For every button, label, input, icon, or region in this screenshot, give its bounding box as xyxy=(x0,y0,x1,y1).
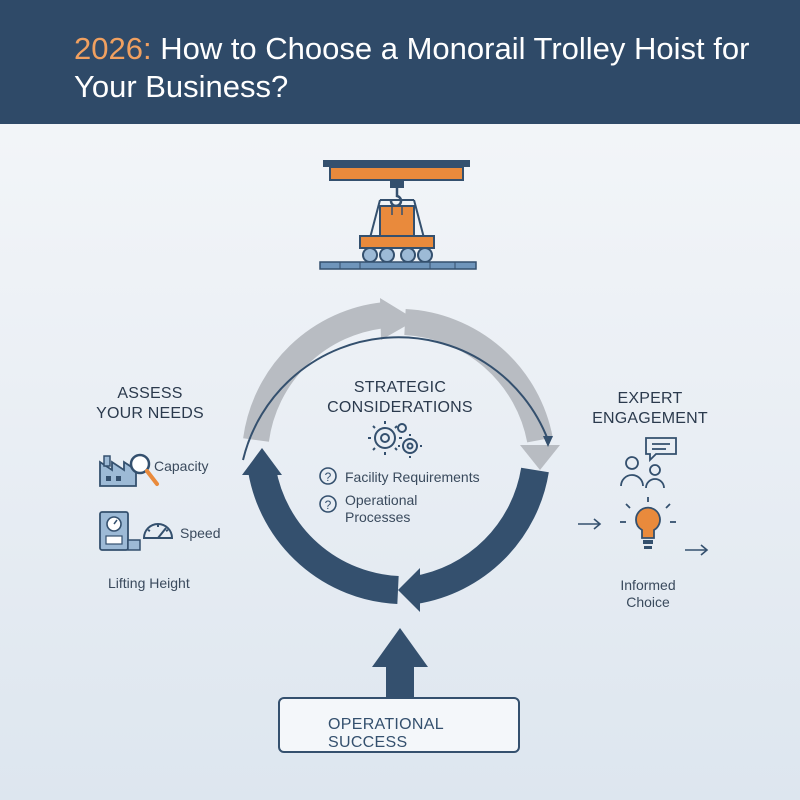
lifting-height-label: Lifting Height xyxy=(108,575,190,591)
strategic-heading-line1: STRATEGIC xyxy=(353,379,447,396)
question-icon: ? xyxy=(319,495,337,513)
expert-engagement-heading: EXPERT ENGAGEMENT xyxy=(590,389,710,429)
lightbulb-icon xyxy=(620,497,676,549)
operational-success-box: OPERATIONAL SUCCESS xyxy=(278,697,520,753)
cycle-arrow-top-right xyxy=(404,309,553,443)
speed-label: Speed xyxy=(180,525,221,541)
cycle-arrow-bottom-right xyxy=(412,467,549,604)
strategic-considerations-heading: STRATEGIC CONSIDERATIONS xyxy=(320,378,480,418)
operational-success-label: OPERATIONAL SUCCESS xyxy=(328,716,444,751)
cycle-arrowhead-bottom xyxy=(398,568,420,612)
cycle-arrowhead-top xyxy=(380,298,416,340)
cycle-arrowhead-right xyxy=(520,445,560,470)
assess-needs-heading: ASSESS YOUR NEEDS xyxy=(90,384,210,424)
header-banner: 2026: How to Choose a Monorail Trolley H… xyxy=(0,0,800,124)
arrow-right-icon xyxy=(685,544,709,556)
informed-choice-line2: Choice xyxy=(626,594,670,610)
processes-label: Processes xyxy=(345,509,411,525)
question-icon: ? xyxy=(319,467,337,485)
arrow-up-icon xyxy=(372,628,428,697)
facility-requirements-label: Facility Requirements xyxy=(345,469,480,485)
cycle-arrowhead-left xyxy=(242,448,282,475)
expert-heading-line2: ENGAGEMENT xyxy=(592,410,708,427)
operational-label: Operational xyxy=(345,492,418,508)
gauge-meter-icon xyxy=(99,511,141,551)
people-chat-icon xyxy=(620,437,677,489)
cycle-arrow-bottom-left xyxy=(248,467,399,604)
svg-text:?: ? xyxy=(325,498,332,512)
expert-heading-line1: EXPERT xyxy=(617,390,683,407)
cycle-outer-arc xyxy=(242,336,549,461)
speedometer-icon xyxy=(142,523,174,539)
arrow-right-icon xyxy=(578,518,602,530)
gears-icon xyxy=(368,421,422,458)
capacity-label: Capacity xyxy=(154,458,209,474)
assess-needs-heading-line2: YOUR NEEDS xyxy=(96,405,204,422)
title-text: How to Choose a Monorail Trolley Hoist f… xyxy=(74,31,750,104)
informed-choice-line1: Informed xyxy=(620,577,676,593)
cycle-diagram xyxy=(242,298,560,612)
monorail-hoist-icon xyxy=(319,160,477,270)
factory-magnifier-icon xyxy=(99,453,159,487)
page-title: 2026: How to Choose a Monorail Trolley H… xyxy=(74,30,754,106)
strategic-heading-line2: CONSIDERATIONS xyxy=(327,399,473,416)
assess-needs-heading-line1: ASSESS xyxy=(117,385,183,402)
informed-choice-label: Informed Choice xyxy=(608,577,688,611)
title-year: 2026: xyxy=(74,31,152,66)
svg-text:?: ? xyxy=(325,470,332,484)
